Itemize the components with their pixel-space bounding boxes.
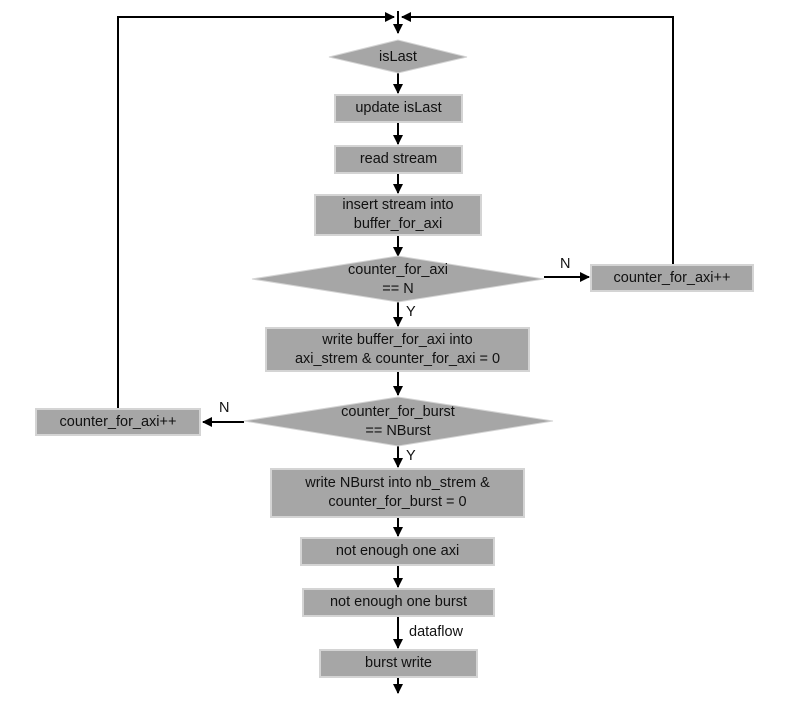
edge-label-burst-no: N: [219, 400, 230, 416]
edge-label-dataflow: dataflow: [409, 624, 464, 640]
decision-counter-axi: counter_for_axi == N: [348, 262, 448, 297]
edge-label-burst-yes: Y: [406, 448, 416, 464]
process-not-enough-burst: not enough one burst: [302, 588, 495, 617]
decision-islast: isLast: [379, 48, 417, 65]
process-burst-write: burst write: [319, 649, 478, 678]
connector-right-loop: [401, 12, 674, 264]
process-update-islast: update isLast: [334, 94, 463, 123]
decision-islast-shape: [328, 39, 468, 74]
process-counter-axi-inc-left: counter_for_axi++: [35, 408, 201, 436]
decision-burst-shape: [243, 396, 554, 447]
process-read-stream: read stream: [334, 145, 463, 174]
process-counter-axi-inc-right: counter_for_axi++: [590, 264, 754, 292]
process-insert-stream: insert stream into buffer_for_axi: [314, 194, 482, 236]
process-write-nburst: write NBurst into nb_strem & counter_for…: [270, 468, 525, 518]
edge-label-axi-yes: Y: [406, 304, 416, 320]
edge-label-axi-no: N: [560, 256, 571, 272]
connector-left-loop: [117, 12, 395, 408]
process-not-enough-axi: not enough one axi: [300, 537, 495, 566]
process-write-buffer: write buffer_for_axi into axi_strem & co…: [265, 327, 530, 372]
decision-axi-shape: [251, 255, 545, 303]
decision-counter-burst: counter_for_burst == NBurst: [341, 404, 455, 439]
